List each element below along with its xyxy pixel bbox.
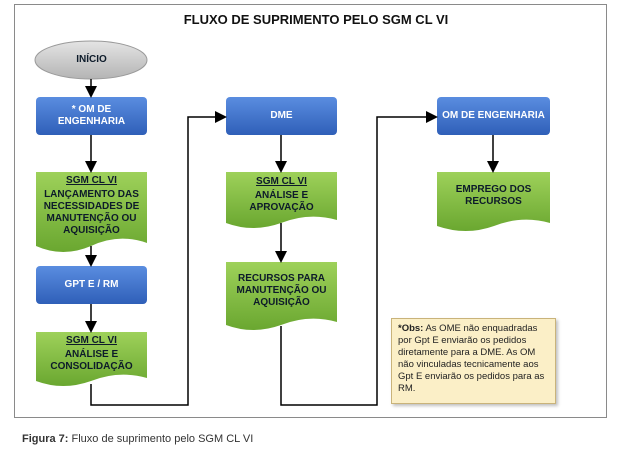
- caption-text: Fluxo de suprimento pelo SGM CL VI: [68, 433, 254, 445]
- emprego-document-shape: [437, 172, 550, 231]
- start-terminal: INÍCIO: [36, 42, 147, 78]
- om-engenharia-node: * OM DE ENGENHARIA: [36, 97, 147, 135]
- figure-caption: Figura 7: Fluxo de suprimento pelo SGM C…: [22, 433, 253, 445]
- consolidacao-body: ANÁLISE E CONSOLIDAÇÃO: [50, 349, 133, 372]
- aprovacao-node: SGM CL VI ANÁLISE E APROVAÇÃO: [226, 174, 337, 218]
- start-label: INÍCIO: [76, 54, 107, 65]
- gpt-rm-box: [36, 266, 147, 304]
- aprovacao-document-shape: [226, 172, 337, 228]
- lancamento-node: SGM CL VI LANÇAMENTO DAS NECESSIDADES DE…: [36, 174, 147, 240]
- om-engenharia-2-label: OM DE ENGENHARIA: [442, 110, 545, 121]
- dme-box: [226, 97, 337, 135]
- diagram-title: FLUXO DE SUPRIMENTO PELO SGM CL VI: [183, 12, 449, 27]
- note-text: As OME não enquadradas por Gpt E enviarã…: [398, 323, 545, 394]
- lancamento-title: SGM CL VI: [66, 175, 117, 186]
- consolidacao-title: SGM CL VI: [66, 335, 117, 346]
- gpt-rm-label: GPT E / RM: [64, 279, 119, 290]
- recursos-node: RECURSOS PARA MANUTENÇÃO OU AQUISIÇÃO: [226, 264, 337, 318]
- emprego-label: EMPREGO DOS RECURSOS: [455, 184, 532, 207]
- om-engenharia-box: [36, 97, 147, 135]
- om-engenharia-2-node: OM DE ENGENHARIA: [437, 97, 550, 135]
- dme-node: DME: [226, 97, 337, 135]
- om-engenharia-label: * OM DE ENGENHARIA: [57, 104, 126, 127]
- dme-label: DME: [270, 110, 293, 121]
- recursos-document-shape: [226, 262, 337, 330]
- consolidacao-document-shape: [36, 332, 147, 386]
- observation-note: *Obs: As OME não enquadradas por Gpt E e…: [391, 318, 556, 404]
- emprego-node: EMPREGO DOS RECURSOS: [437, 174, 550, 218]
- note-label: *Obs:: [398, 323, 424, 334]
- aprovacao-body: ANÁLISE E APROVAÇÃO: [249, 190, 314, 213]
- recursos-label: RECURSOS PARA MANUTENÇÃO OU AQUISIÇÃO: [236, 273, 327, 308]
- consolidacao-node: SGM CL VI ANÁLISE E CONSOLIDAÇÃO: [36, 334, 147, 376]
- lancamento-document-shape: [36, 172, 147, 252]
- om-engenharia-2-box: [437, 97, 550, 135]
- lancamento-body: LANÇAMENTO DAS NECESSIDADES DE MANUTENÇÃ…: [43, 189, 140, 236]
- caption-label: Figura 7:: [22, 433, 69, 445]
- gpt-rm-node: GPT E / RM: [36, 266, 147, 304]
- aprovacao-title: SGM CL VI: [256, 176, 307, 187]
